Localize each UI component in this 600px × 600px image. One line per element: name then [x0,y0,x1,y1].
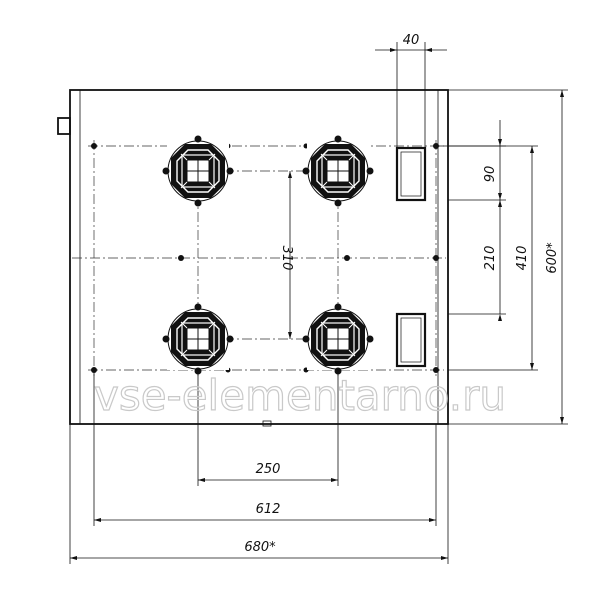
centre-lines [72,140,446,376]
fan-top-left [161,134,235,208]
dim-mount-width-label: 612 [256,502,281,517]
dim-width-overall-label: 680* [244,540,276,555]
dim-fan-vertical-label: 310 [279,246,294,271]
port-top-inner [400,151,422,197]
dim-port-width: 40 [375,33,447,148]
dim-height-overall-label: 600* [545,242,560,274]
mount-hole [91,143,97,149]
ports [395,146,427,368]
port-bottom-inner [400,317,422,363]
port-bottom [395,312,427,368]
mount-hole [433,367,439,373]
housing-outline [69,89,449,425]
dim-port-spacing-mid-label: 210 [483,246,498,271]
dim-port-spacing-top-label: 90 [483,166,498,183]
dim-bottom-stack: 250 612 680* [69,370,449,564]
mount-hole [344,255,350,261]
watermark: vse-elementarno.ru [94,371,506,420]
dim-fan-horizontal-label: 250 [256,462,281,477]
dim-fan-vertical: 310 [279,171,294,339]
dim-right-stack: 90 210 410 600* [436,89,568,425]
mount-hole [433,255,439,261]
port-top [395,146,427,202]
fan-bottom-right [301,302,375,376]
mount-hole [178,255,184,261]
bottom-tab [262,420,272,427]
dim-port-width-label: 40 [403,33,420,48]
dim-port-total-label: 410 [515,246,530,271]
fan-top-right [301,134,375,208]
side-connector [57,117,71,135]
fan-bottom-left [161,302,235,376]
